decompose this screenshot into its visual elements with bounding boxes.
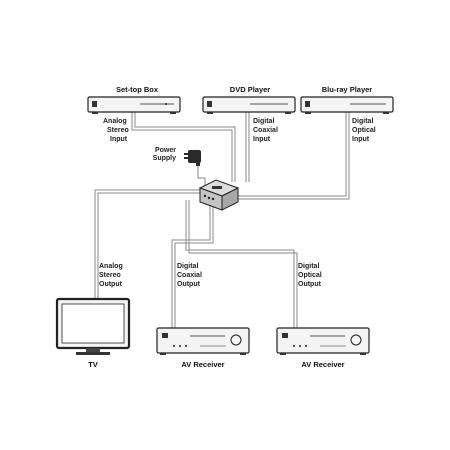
av-receiver-icon [156, 327, 250, 355]
av1-title: AV Receiver [181, 360, 224, 369]
bluray-port-line2: Optical [352, 127, 376, 134]
power-label-line1: Power [155, 147, 176, 154]
power-label-line2: Supply [153, 155, 176, 162]
av2-title: AV Receiver [301, 360, 344, 369]
cable-bluray-to-switch-b [226, 112, 350, 200]
settop-port-line1: Analog [103, 118, 127, 125]
cable-bluray-to-switch [226, 112, 347, 197]
tv-port-line1: Analog [99, 263, 123, 270]
av-receiver-icon [276, 327, 370, 355]
bluray-title: Blu-ray Player [322, 85, 373, 94]
settop-port-line3: Input [110, 136, 128, 143]
switcher-unit-icon [198, 179, 240, 211]
power-adapter-icon [184, 150, 201, 166]
cable-switch-to-av2 [185, 200, 295, 328]
cable-switch-to-tv-b [97, 192, 205, 298]
av2-port-line3: Output [298, 281, 322, 288]
av2-port-line1: Digital [298, 263, 319, 270]
blu-ray-player: Blu-ray Player Digital Optical Input [300, 85, 394, 143]
dvd-port-line1: Digital [253, 118, 274, 125]
av1-port-line2: Coaxial [177, 272, 202, 279]
blu-ray-player-icon [300, 96, 394, 114]
dvd-port-line3: Input [253, 136, 271, 143]
cable-power [197, 164, 206, 186]
tv-title: TV [88, 360, 98, 369]
set-top-box: Set-top Box Analog Stereo Input [87, 85, 181, 143]
settop-title: Set-top Box [116, 85, 159, 94]
tv: Analog Stereo Output TV [55, 263, 131, 369]
cable-switch-to-tv [94, 189, 205, 298]
av1-port-line1: Digital [177, 263, 198, 270]
dvd-player: DVD Player Digital Coaxial Input [202, 85, 296, 143]
dvd-port-line2: Coaxial [253, 127, 278, 134]
cable-switch-to-av1 [171, 205, 211, 328]
dvd-player-icon [202, 96, 296, 114]
bluray-port-line1: Digital [352, 118, 373, 125]
av-receiver-optical: Digital Optical Output AV Receiver [276, 263, 370, 369]
cables [94, 112, 350, 328]
cable-settop-to-switch-b [134, 112, 236, 182]
settop-port-line2: Stereo [107, 127, 129, 134]
av2-port-line2: Optical [298, 272, 322, 279]
tv-icon [55, 297, 131, 355]
tv-port-line2: Stereo [99, 272, 121, 279]
bluray-port-line3: Input [352, 136, 370, 143]
dvd-title: DVD Player [230, 85, 271, 94]
cable-settop-to-switch [131, 112, 233, 182]
av1-port-line3: Output [177, 281, 201, 288]
cable-switch-to-av1-b [174, 205, 214, 328]
av-receiver-coaxial: Digital Coaxial Output AV Receiver [156, 263, 250, 369]
set-top-box-icon [87, 96, 181, 114]
power-supply: Power Supply [153, 147, 201, 166]
tv-port-line3: Output [99, 281, 123, 288]
cable-switch-to-av2-b [188, 200, 298, 328]
